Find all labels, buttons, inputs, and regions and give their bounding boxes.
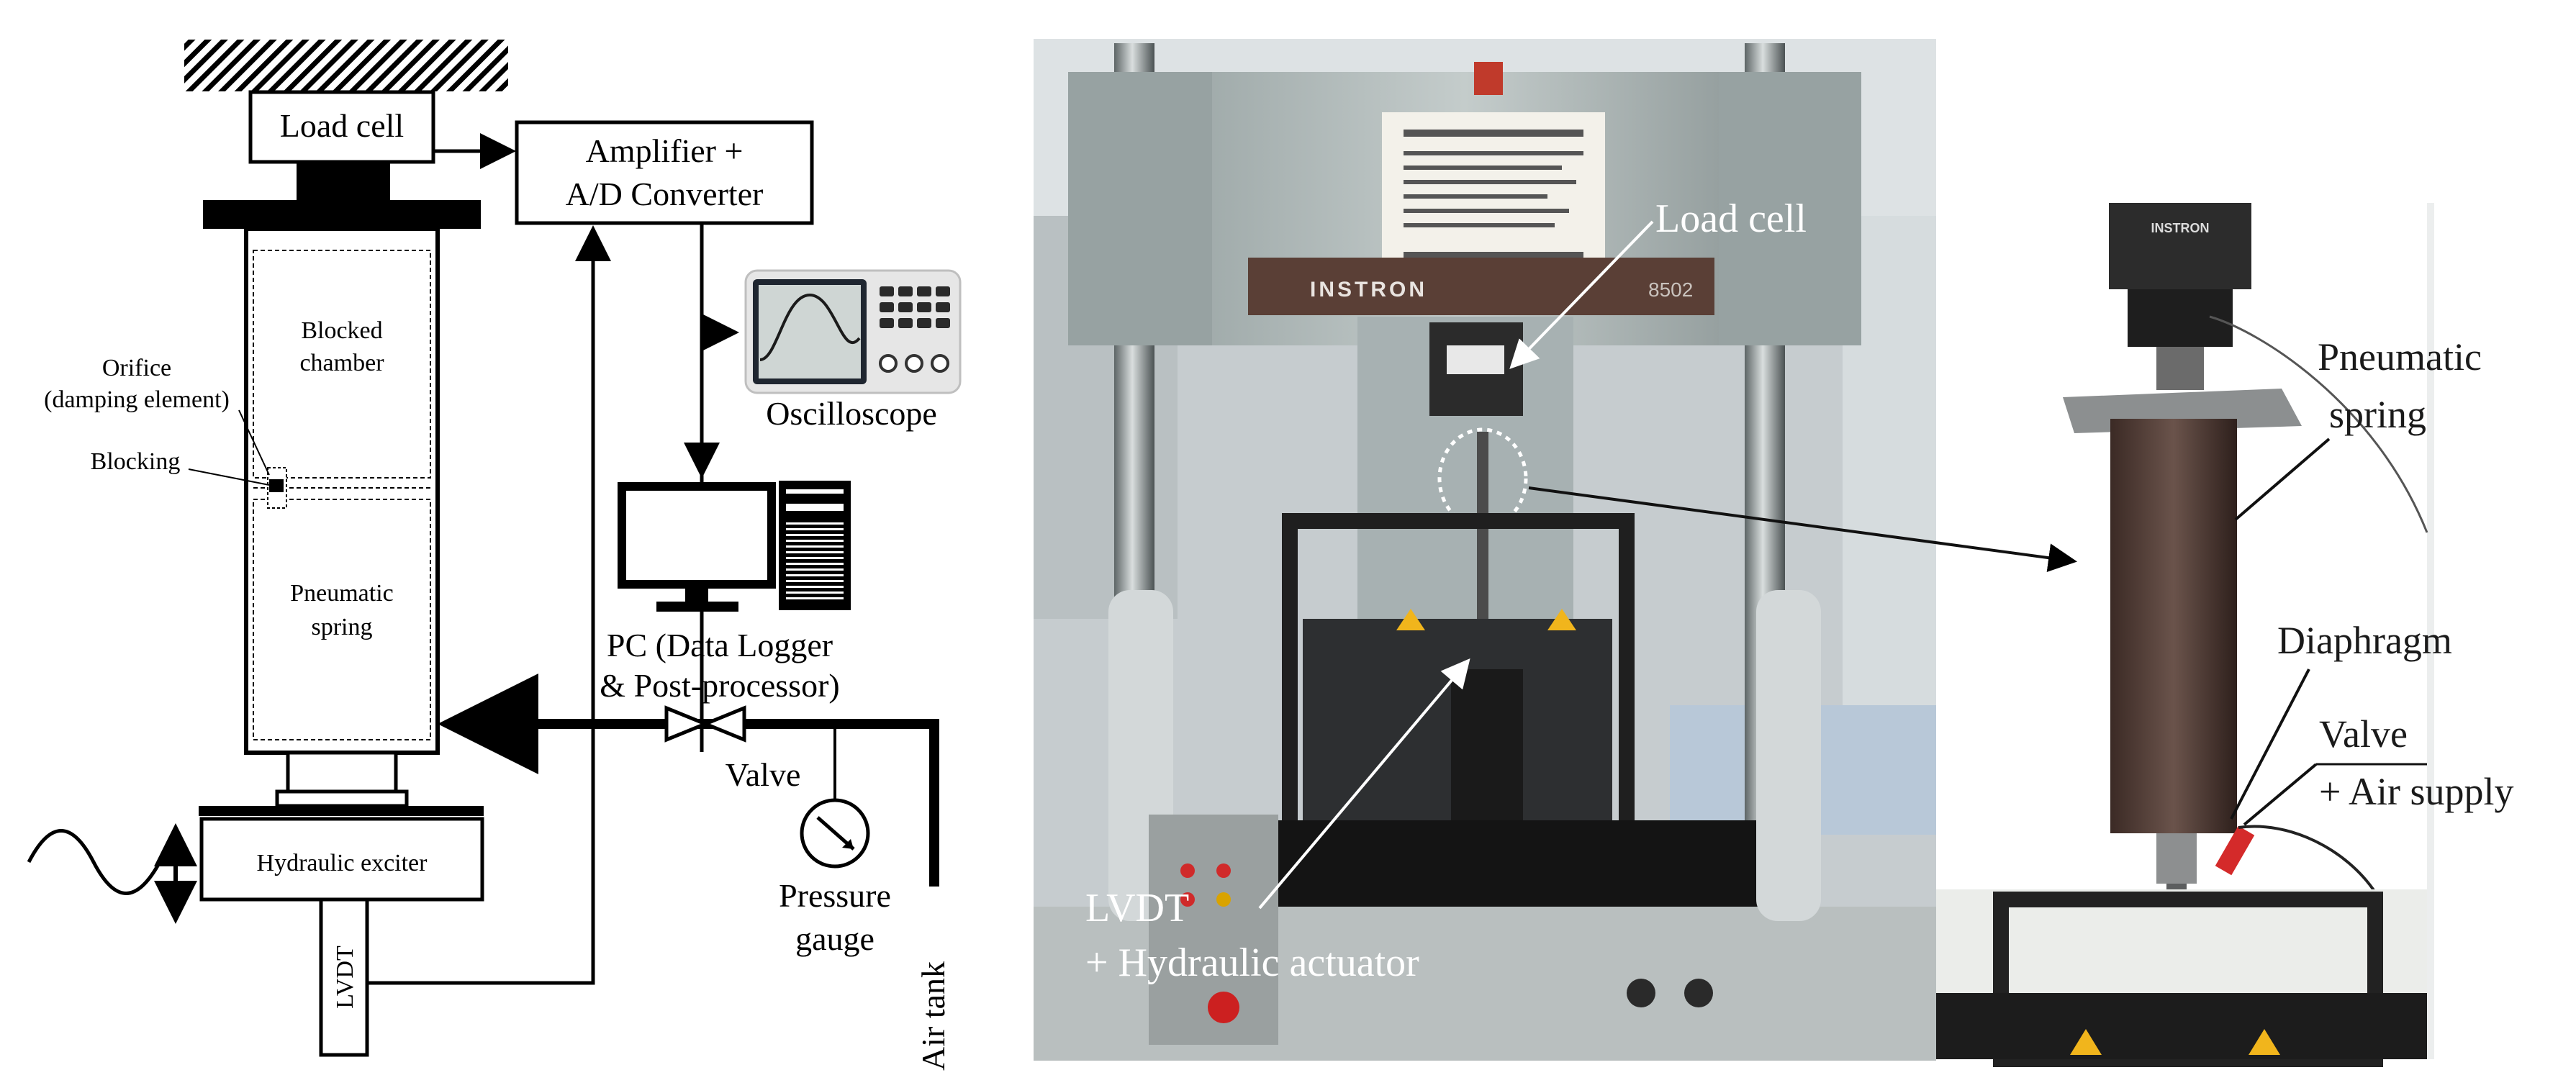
lvdt-signal-line — [367, 225, 611, 985]
blocking-leader — [188, 468, 270, 486]
load-cell-box — [248, 90, 435, 164]
amplifier-label-1: Amplifier + — [586, 132, 744, 169]
inset-pneumatic-spring-label-1: Pneumatic — [2318, 335, 2482, 378]
orifice-label-1: Orifice — [102, 355, 171, 381]
load-cell-connector — [297, 162, 390, 201]
blocked-chamber — [253, 250, 431, 479]
pressure-gauge-label-2: gauge — [795, 920, 875, 957]
specimen-closeup-photo: INSTRON Pneumatic spring Diaphragm Valve… — [1936, 203, 2513, 1067]
photo-load-cell-pointer — [1509, 220, 1654, 369]
lvdt-box — [319, 897, 369, 1057]
oscilloscope-label: Oscilloscope — [766, 395, 937, 432]
inset-pneumatic-spring-label-2: spring — [2329, 393, 2426, 436]
exciter-top-plate — [199, 806, 484, 816]
schematic-diagram: Load cell Amplifier + A/D Converter — [27, 40, 962, 1071]
pneumatic-spring-chamber — [253, 499, 431, 740]
fixed-support — [184, 40, 508, 91]
blocking-label: Blocking — [91, 448, 181, 475]
lvdt-label: LVDT — [332, 946, 358, 1009]
test-machine-photo: INSTRON 8502 Load cell LVDT + Hydraulic … — [1034, 39, 1936, 1061]
machine-base — [1267, 820, 1818, 914]
amplifier-box — [515, 120, 814, 225]
inset-spring-pointer — [2234, 438, 2331, 521]
inset-load-cell — [2109, 203, 2251, 289]
inset-instron-brand: INSTRON — [2151, 221, 2210, 235]
oscilloscope-icon — [744, 269, 962, 394]
piston-rod-upper — [286, 751, 398, 794]
inset-diaphragm-label: Diaphragm — [2277, 619, 2452, 662]
photo-load-cell-label: Load cell — [1655, 196, 1807, 241]
inset-valve-pointer — [2243, 763, 2318, 826]
hydraulic-exciter-label: Hydraulic exciter — [257, 850, 428, 876]
instron-brand: INSTRON — [1310, 278, 1427, 302]
pc-label-2: & Post-processor) — [600, 667, 839, 704]
orifice-leader — [238, 409, 270, 476]
piston-rod-lower — [275, 789, 409, 808]
notice-sign — [1382, 112, 1605, 273]
blocked-chamber-label-2: chamber — [299, 350, 384, 376]
valve-label: Valve — [726, 756, 801, 793]
closeup-connector-arrow — [1528, 486, 2077, 573]
air-tank-label: Air tank — [915, 961, 952, 1071]
inset-valve-label-1: Valve — [2319, 712, 2408, 756]
amplifier-label-2: A/D Converter — [566, 176, 764, 212]
excitation-sine-icon — [27, 829, 162, 895]
photo-lvdt-label-1: LVDT — [1085, 886, 1189, 930]
pressure-gauge-label-1: Pressure — [779, 877, 891, 914]
inset-pneumatic-spring — [2110, 419, 2237, 833]
inset-valve-label-2: + Air supply — [2319, 770, 2513, 813]
inset-diaphragm-pointer — [2230, 668, 2310, 820]
photo-lvdt-pointer — [1258, 658, 1470, 910]
inset-valve — [2215, 825, 2255, 876]
instron-model: 8502 — [1648, 278, 1693, 301]
instron-bar — [1248, 258, 1714, 315]
orifice-label-2: (damping element) — [44, 386, 230, 413]
pc-icon — [618, 481, 851, 612]
photo-lvdt-label-2: + Hydraulic actuator — [1085, 940, 1419, 985]
blocking-element — [269, 479, 284, 492]
valve-icon — [664, 705, 746, 743]
blocked-chamber-label-1: Blocked — [301, 317, 382, 344]
top-plate — [203, 200, 481, 229]
pneumatic-spring-label-2: spring — [312, 614, 373, 640]
pc-label-1: PC (Data Logger — [607, 627, 833, 663]
hydraulic-actuator — [1451, 669, 1523, 828]
load-cell-label: Load cell — [280, 107, 404, 144]
pressure-gauge-icon — [800, 798, 870, 869]
pneumatic-spring-label-1: Pneumatic — [290, 580, 394, 607]
